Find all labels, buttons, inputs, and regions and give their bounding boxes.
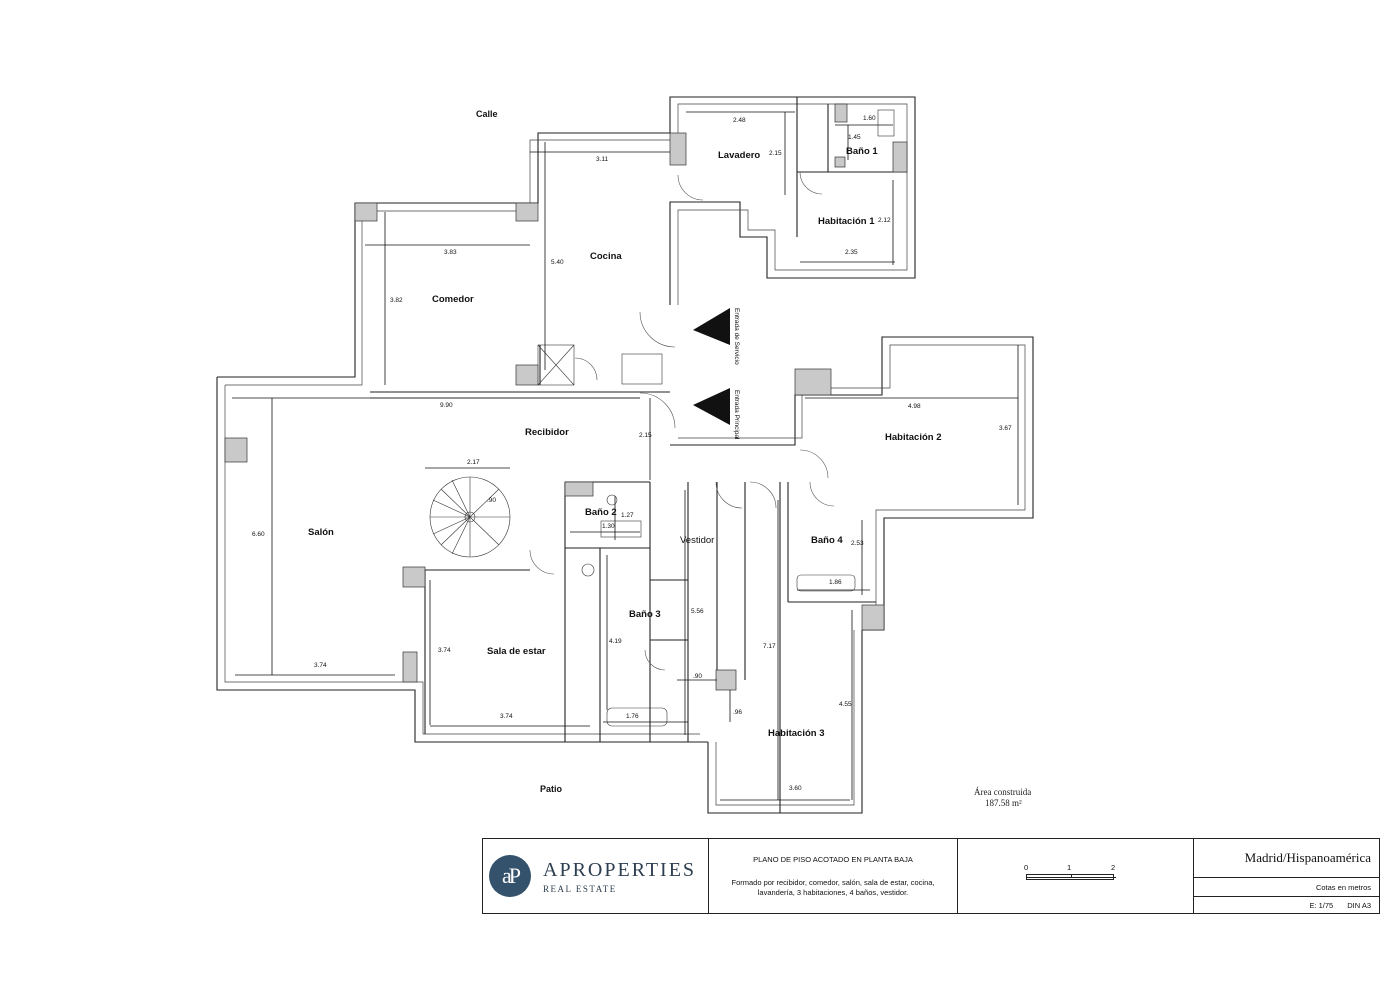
scale-tick-2: 2 — [1111, 863, 1116, 872]
dim-stair-w: 2.17 — [467, 459, 480, 466]
dim-se-w: 3.74 — [500, 713, 513, 720]
dim-h3-h: 7.17 — [763, 643, 776, 650]
dim-rec-h: 2.15 — [639, 432, 652, 439]
outer-walls — [216, 96, 1034, 814]
room-bano2: Baño 2 — [585, 507, 617, 518]
dimension-lines — [232, 111, 1019, 801]
plan-description: Formado por recibidor, comedor, salón, s… — [731, 878, 935, 897]
location: Madrid/Hispanoamérica — [1194, 839, 1379, 878]
street-label: Calle — [476, 109, 498, 119]
entrance-servicio-label: Entrada de Servicio — [733, 308, 740, 365]
room-habitacion1: Habitación 1 — [818, 216, 875, 227]
dim-com-h: 3.82 — [390, 297, 403, 304]
scale-bar-segment — [1027, 875, 1071, 878]
scale-cell: 0 1 2 — [958, 839, 1194, 913]
dim-b3-h: 4.19 — [609, 638, 622, 645]
info-cell: Madrid/Hispanoamérica Cotas en metros E:… — [1194, 839, 1379, 913]
plan-title: PLANO DE PISO ACOTADO EN PLANTA BAJA — [753, 855, 913, 864]
dim-vest-h: 5.56 — [691, 608, 704, 615]
area-value: 187.58 m² — [985, 798, 1022, 808]
dim-b1-w: 1.60 — [863, 115, 876, 122]
service-entrance-arrow — [693, 308, 730, 345]
dim-h3-w: 3.60 — [789, 785, 802, 792]
room-habitacion3: Habitación 3 — [768, 728, 825, 739]
sheet-size: DIN A3 — [1347, 900, 1371, 910]
room-sala-estar: Sala de estar — [487, 646, 546, 657]
room-habitacion2: Habitación 2 — [885, 432, 942, 443]
dim-coc-h: 5.40 — [551, 259, 564, 266]
scale-bar-segment — [1071, 875, 1116, 878]
dim-lav-h: 2.15 — [769, 150, 782, 157]
company-sub: REAL ESTATE — [543, 883, 617, 894]
dim-lav-w: 2.48 — [733, 117, 746, 124]
units-note: Cotas en metros — [1194, 878, 1379, 897]
dim-b1-h: 1.45 — [848, 134, 861, 141]
scale-bar — [1026, 874, 1116, 880]
doors — [529, 171, 835, 671]
room-recibidor: Recibidor — [525, 427, 569, 438]
room-salon: Salón — [308, 527, 334, 538]
spiral-staircase — [429, 476, 511, 558]
room-lavadero: Lavadero — [718, 150, 760, 161]
dimension-values: 2.48 2.15 1.60 1.45 2.12 2.35 3.11 5.40 … — [252, 115, 1012, 792]
dim-rec-w: 9.90 — [440, 402, 453, 409]
scale-tick-0: 0 — [1024, 863, 1029, 872]
room-vestidor: Vestidor — [680, 535, 714, 546]
room-comedor: Comedor — [432, 294, 474, 305]
room-labels: Calle Patio Lavadero Baño 1 Habitación 1… — [308, 109, 942, 794]
columns — [224, 103, 908, 691]
area-label: Área construida — [974, 787, 1031, 797]
dim-h1-w: 2.35 — [845, 249, 858, 256]
dim-b2-h: 1.27 — [621, 512, 634, 519]
scale-tick-1: 1 — [1067, 863, 1072, 872]
dim-h1-h: 2.12 — [878, 217, 891, 224]
interior-walls — [370, 97, 907, 813]
logo-text: APROPERTIES REAL ESTATE — [543, 859, 696, 894]
sheet-info: E: 1/75 DIN A3 — [1194, 897, 1379, 913]
dim-b4-h: 2.53 — [851, 540, 864, 547]
entrance-arrows — [693, 308, 730, 425]
entrance-principal-label: Entrada Principal — [733, 390, 740, 440]
dim-h3-h2: 4.55 — [839, 701, 852, 708]
fixtures — [581, 109, 895, 727]
patio-label: Patio — [540, 784, 563, 794]
dim-h2-h: 3.67 — [999, 425, 1012, 432]
company-name: APROPERTIES — [543, 858, 697, 881]
dim-vest-w: .90 — [693, 673, 702, 680]
dim-b2-w: 1.30 — [602, 523, 615, 530]
description-cell: PLANO DE PISO ACOTADO EN PLANTA BAJA For… — [709, 839, 958, 913]
dim-stair-s: .90 — [487, 497, 496, 504]
scale-value: E: 1/75 — [1309, 900, 1334, 910]
logo-mark: aP — [489, 855, 531, 897]
dim-b4-w: 1.86 — [829, 579, 842, 586]
room-bano3: Baño 3 — [629, 609, 661, 620]
room-bano4: Baño 4 — [811, 535, 843, 546]
dim-coc-w: 3.11 — [596, 156, 609, 163]
room-cocina: Cocina — [590, 251, 622, 262]
room-bano1: Baño 1 — [846, 146, 878, 157]
title-block: aP APROPERTIES REAL ESTATE PLANO DE PISO… — [482, 838, 1380, 914]
dim-se-h: 3.74 — [438, 647, 451, 654]
dim-sal-h: 6.60 — [252, 531, 265, 538]
dim-sal-w: 3.74 — [314, 662, 327, 669]
dim-h2-w: 4.98 — [908, 403, 921, 410]
dim-com-w: 3.83 — [444, 249, 457, 256]
logo-cell: aP APROPERTIES REAL ESTATE — [483, 839, 709, 913]
main-entrance-arrow — [693, 388, 730, 425]
dim-vest-s: .96 — [733, 709, 742, 716]
dim-b3-w: 1.76 — [626, 713, 639, 720]
